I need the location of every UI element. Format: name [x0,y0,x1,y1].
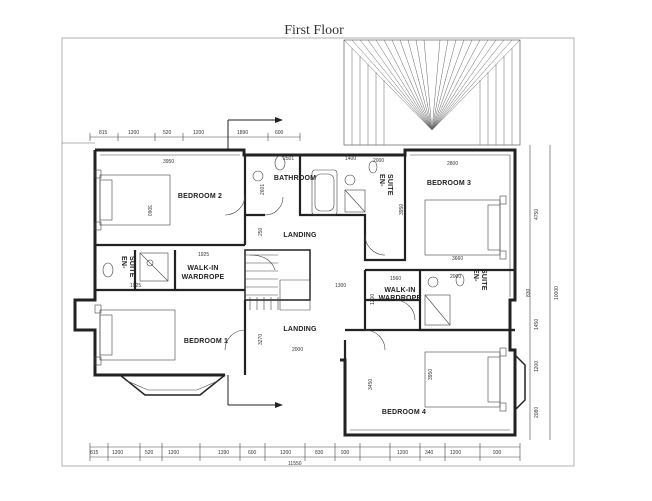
svg-text:SUITE: SUITE [128,256,135,278]
dim-ensuite-1: 1925 [198,252,209,258]
dim-top-2: 1200 [128,130,139,136]
dim-small-250: 250 [258,227,264,236]
dim-bed1-depth: 3270 [258,334,264,345]
bed-bedroom-1 [94,304,176,366]
dim-wardrobe-2: 1200 [370,294,376,305]
dim-right-1: 4750 [534,209,540,220]
dim-bath-3: 2000 [373,158,384,164]
right-dimension-line [529,145,551,440]
room-label-landing-upper: LANDING [283,232,317,239]
dim-bottom-6: 600 [248,450,257,456]
room-label-walkin-right-1: WALK-IN [384,287,415,294]
dim-wardrobe: 1560 [390,276,401,282]
plan-title: First Floor [284,23,344,38]
room-label-walkin-left-1: WALK-IN [187,265,218,272]
dim-total: 11550 [288,461,302,467]
dim-bed2-width: 3950 [163,159,174,165]
dim-bottom-5: 1390 [218,450,229,456]
dim-bottom-7: 1200 [280,450,291,456]
dim-bed3-depth: 3950 [399,204,405,215]
svg-text:EN-: EN- [378,174,385,187]
dim-right-3: 1450 [534,319,540,330]
svg-text:SUITE: SUITE [386,174,393,196]
dim-bottom-12: 1200 [450,450,461,456]
dim-top-6: 600 [275,130,284,136]
dim-top-5: 1890 [237,130,248,136]
bath-tub [311,169,338,216]
dim-right-5: 2080 [534,407,540,418]
doors [224,194,416,351]
dim-landing-1: 1300 [335,283,346,289]
dim-bed3-width: 3660 [452,256,463,262]
dim-bottom-9: 930 [341,450,350,456]
svg-text:EN-: EN- [472,269,479,282]
bottom-dimension-line [89,443,521,461]
dim-bottom-3: 520 [145,450,154,456]
room-label-ensuite-right: EN- SUITE [472,269,487,291]
room-label-bedroom-1: BEDROOM 1 [184,338,228,345]
drawing-frame [61,37,575,467]
room-label-bedroom-2: BEDROOM 2 [178,193,222,200]
arrows [227,117,283,408]
dim-top-3: 520 [163,130,172,136]
outer-walls [73,148,526,437]
room-label-bathroom: BATHROOM [274,175,316,182]
dim-bottom-4: 1200 [168,450,179,456]
room-label-bedroom-4: BEDROOM 4 [382,409,426,416]
dim-bottom-11: 340 [425,450,434,456]
dim-right-2: 10000 [554,286,560,300]
dim-ensuite-2: 1925 [130,283,141,289]
dim-bottom-8: 830 [315,450,324,456]
shower-ensuite-left [102,252,169,282]
staircase [245,254,311,311]
dim-bed4-depth: 3450 [368,379,374,390]
dimension-labels: 815 1200 520 1200 1890 600 3950 3060 250… [90,130,560,467]
room-label-walkin-left-2: WARDROPE [182,274,225,281]
dim-top-4: 1200 [193,130,204,136]
room-label-ensuite-left: EN- SUITE [120,256,135,278]
dim-ensuite2-1: 2000 [450,274,461,280]
dim-bottom-13: 930 [493,450,502,456]
shower-ensuite [344,160,378,213]
dim-bath-2: 1400 [345,156,356,162]
dim-landing-2: 2000 [292,347,303,353]
dim-right-4: 1200 [534,361,540,372]
svg-text:EN-: EN- [120,256,127,269]
room-label-bedroom-3: BEDROOM 3 [427,180,471,187]
interior-walls [95,155,515,375]
dim-bottom-10: 1200 [397,450,408,456]
roof-hip [343,39,521,146]
dim-top-1: 815 [99,130,108,136]
bed-bedroom-4 [424,347,507,412]
room-label-landing-lower: LANDING [283,326,317,333]
shower-ensuite-right [424,273,465,326]
dim-bath-1: 2501 [283,156,294,162]
toilet-bathroom [252,155,286,182]
room-label-walkin-right-2: WARDROPE [379,295,422,302]
dim-bath-5: 2800 [447,161,458,167]
dim-bath-4: 2601 [260,184,266,195]
dim-bottom-1: 815 [90,450,99,456]
bed-bedroom-2 [94,169,171,231]
bed-bedroom-3 [424,195,507,260]
room-label-ensuite-top: EN- SUITE [378,174,393,196]
dim-bed2-depth: 3060 [146,205,152,216]
dim-right-6: 830 [526,288,532,297]
svg-text:SUITE: SUITE [480,269,487,291]
dim-bed4-width: 3950 [428,369,434,380]
dim-bottom-2: 1200 [112,450,123,456]
